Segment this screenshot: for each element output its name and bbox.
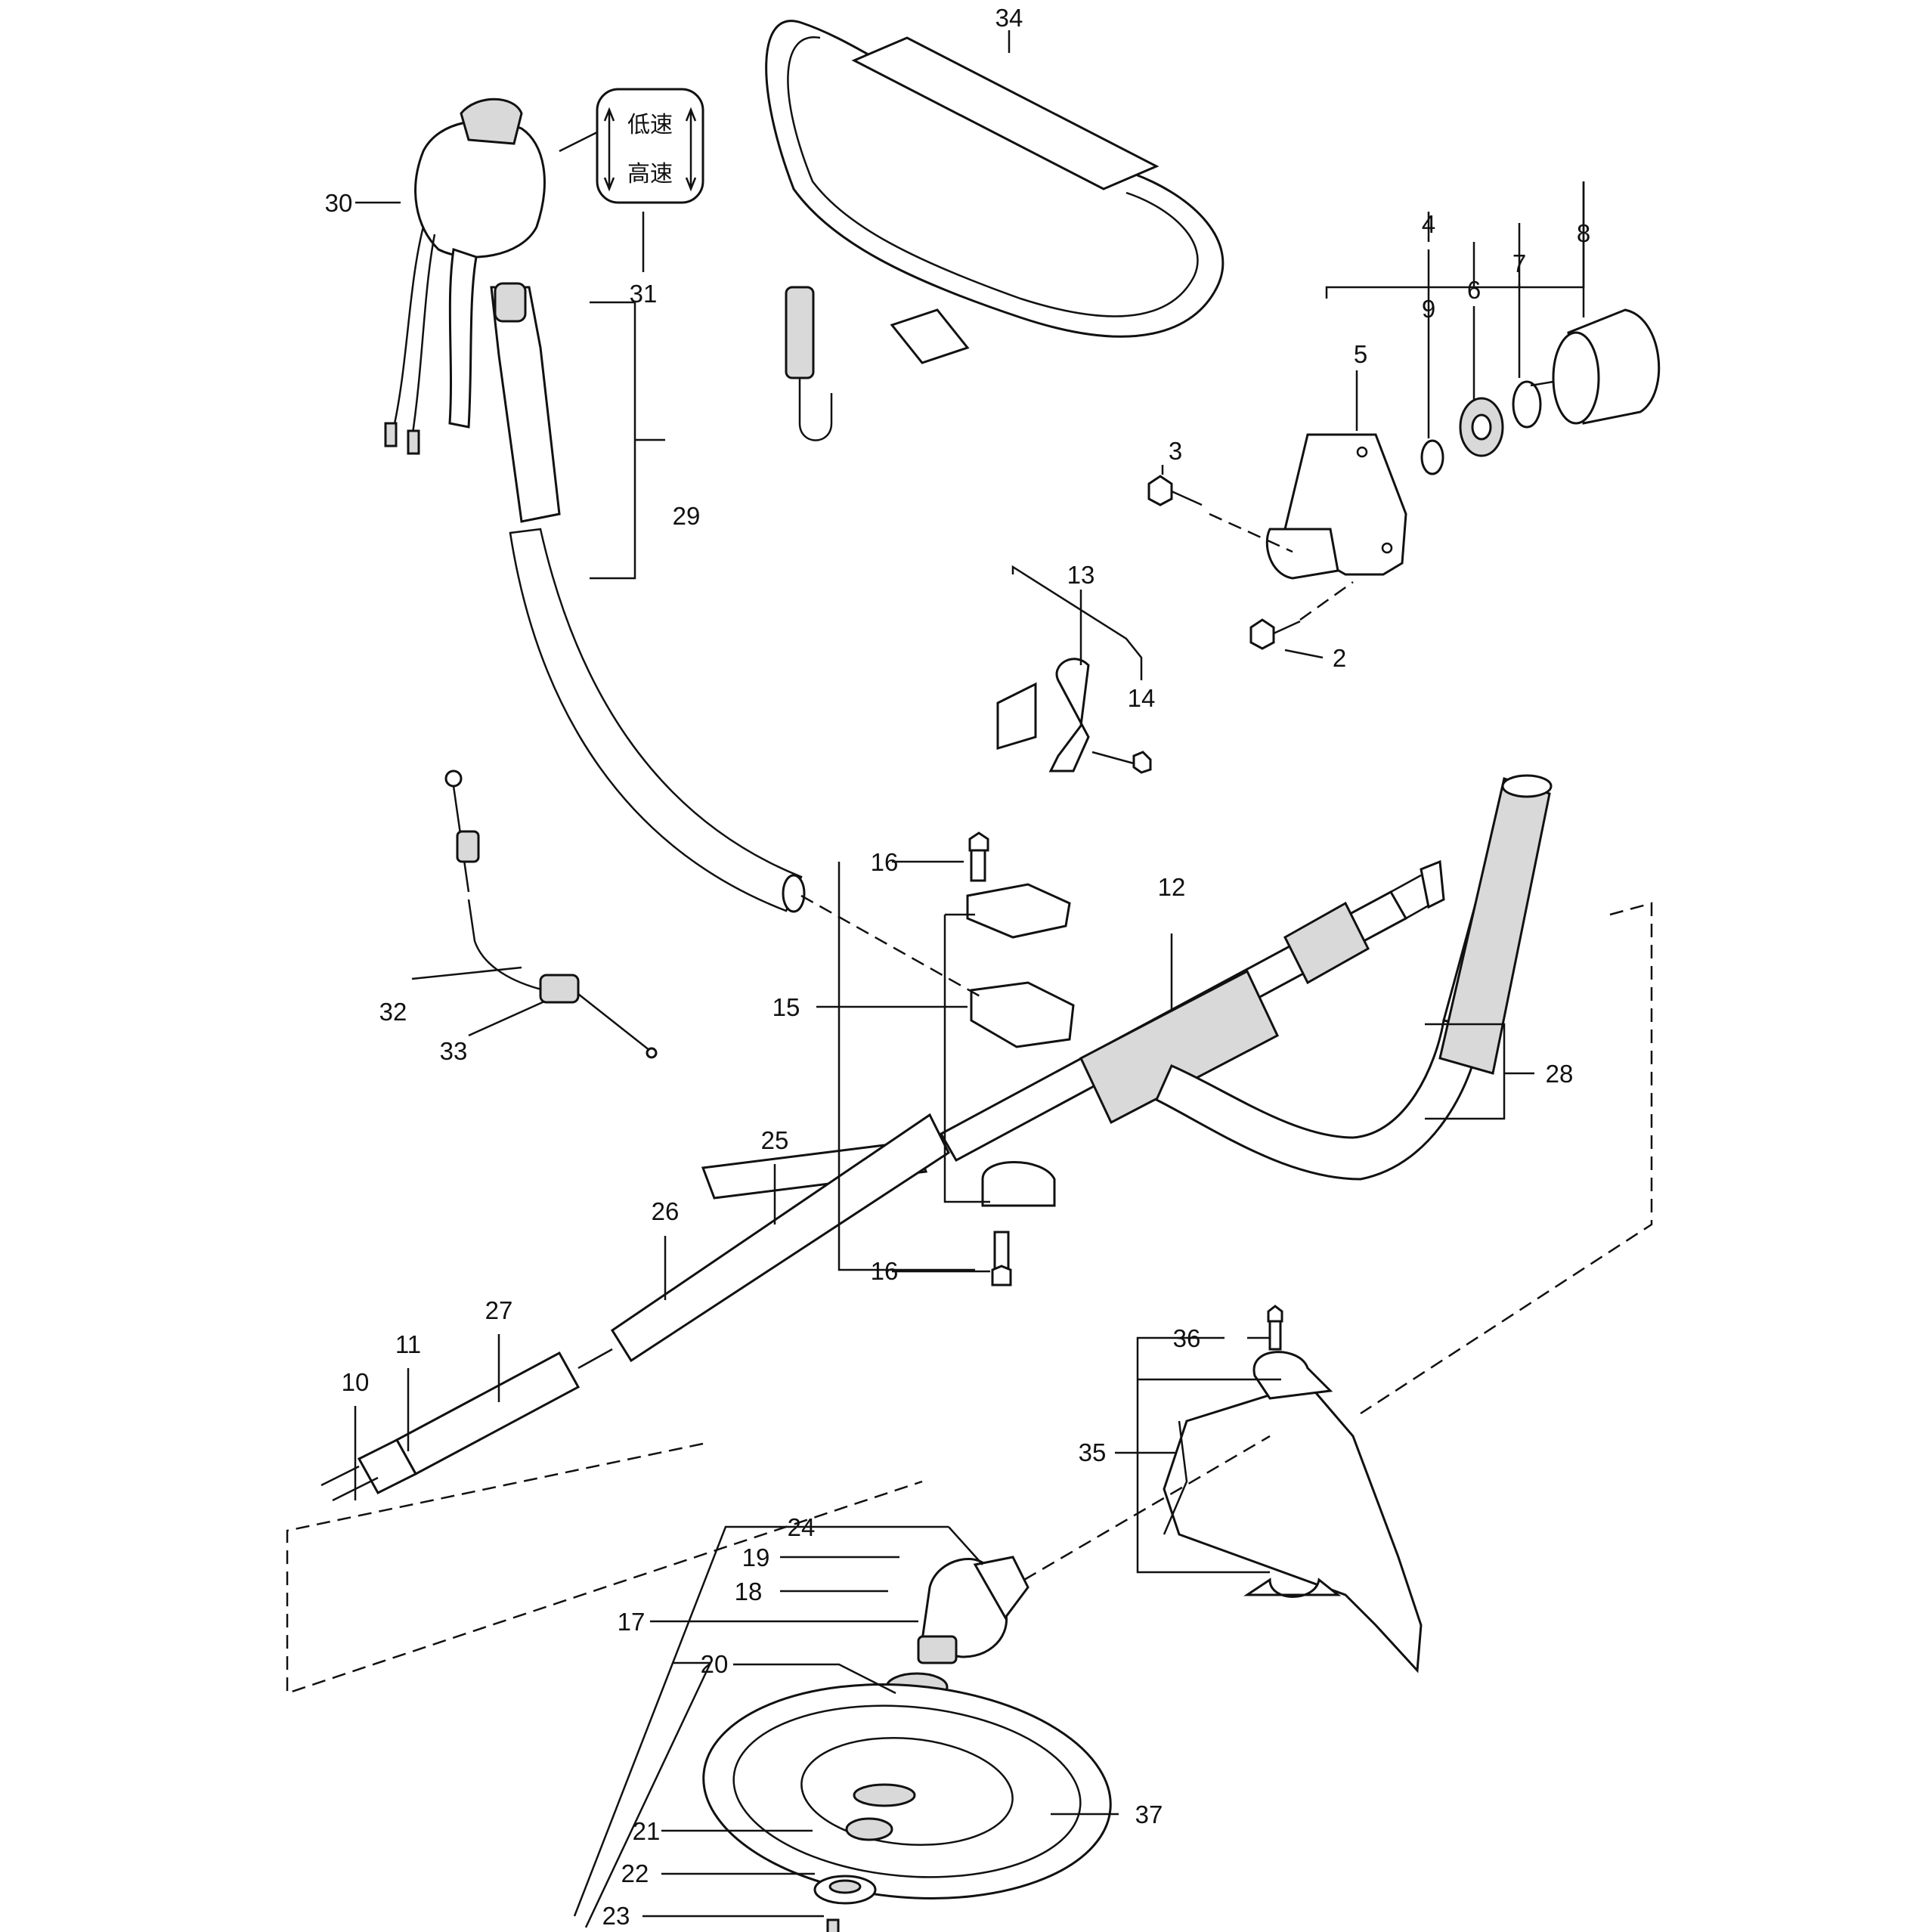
label-13: 13	[1067, 561, 1095, 589]
label-14: 14	[1128, 684, 1156, 712]
leader-lines	[354, 30, 1585, 1928]
blade-guard	[1163, 1305, 1423, 1673]
bolt-2	[1249, 618, 1301, 650]
label-16-top: 16	[871, 848, 899, 876]
label-19: 19	[742, 1543, 770, 1571]
label-5: 5	[1354, 340, 1367, 368]
label-37: 37	[1135, 1800, 1163, 1828]
label-35: 35	[1079, 1438, 1107, 1466]
decal-low-speed-text: 低速	[627, 112, 673, 138]
main-shaft	[939, 859, 1445, 1163]
label-15: 15	[772, 993, 800, 1021]
shoulder-harness	[765, 20, 1225, 441]
speed-decal: 低速 高速	[596, 88, 704, 204]
label-8: 8	[1577, 219, 1590, 247]
label-20: 20	[701, 1650, 729, 1678]
label-27: 27	[485, 1296, 513, 1324]
label-22: 22	[621, 1859, 649, 1887]
clutch-housing	[1265, 433, 1407, 580]
throttle-housing	[384, 98, 598, 455]
label-3: 3	[1169, 437, 1182, 465]
label-23: 23	[602, 1902, 630, 1930]
blade-assembly	[702, 1672, 1112, 1932]
label-11: 11	[395, 1330, 421, 1358]
label-34: 34	[995, 4, 1023, 32]
label-33: 33	[440, 1037, 468, 1065]
label-28: 28	[1546, 1060, 1574, 1088]
label-17: 17	[618, 1608, 646, 1636]
bolt-2-guide	[1299, 581, 1354, 621]
hanger-clamp	[996, 658, 1152, 774]
left-handle-pipe	[490, 282, 806, 913]
label-2: 2	[1333, 644, 1346, 672]
bolt-3	[1147, 475, 1203, 506]
label-21: 21	[633, 1817, 661, 1845]
label-29: 29	[673, 502, 701, 530]
label-10: 10	[342, 1368, 370, 1396]
label-31: 31	[630, 280, 658, 308]
label-25: 25	[761, 1126, 789, 1154]
throttle-cable	[444, 769, 658, 1059]
label-7: 7	[1512, 249, 1526, 277]
label-16-bottom: 16	[871, 1257, 899, 1285]
bolt-3-guide	[1209, 512, 1293, 553]
drive-shaft-tubes	[320, 1113, 950, 1502]
gearbox	[917, 1435, 1271, 1664]
label-4: 4	[1422, 210, 1435, 238]
label-24: 24	[788, 1513, 816, 1541]
right-handle	[1155, 774, 1553, 1181]
label-12: 12	[1158, 873, 1186, 901]
label-18: 18	[735, 1577, 763, 1605]
label-9: 9	[1422, 295, 1435, 323]
label-26: 26	[652, 1197, 680, 1225]
label-36: 36	[1173, 1324, 1201, 1352]
label-6: 6	[1467, 276, 1481, 304]
decal-high-speed-text: 高速	[627, 161, 673, 187]
label-30: 30	[325, 189, 353, 217]
pipe-guide	[800, 894, 983, 999]
label-32: 32	[379, 998, 407, 1026]
handle-clamps	[966, 831, 1075, 1286]
clutch-parts	[1420, 308, 1661, 475]
callouts: 34 4 8 7 6 9 5 3 2 13 14 30 31 29 16 12 …	[325, 4, 1591, 1930]
dashed-routing	[286, 902, 1653, 1695]
